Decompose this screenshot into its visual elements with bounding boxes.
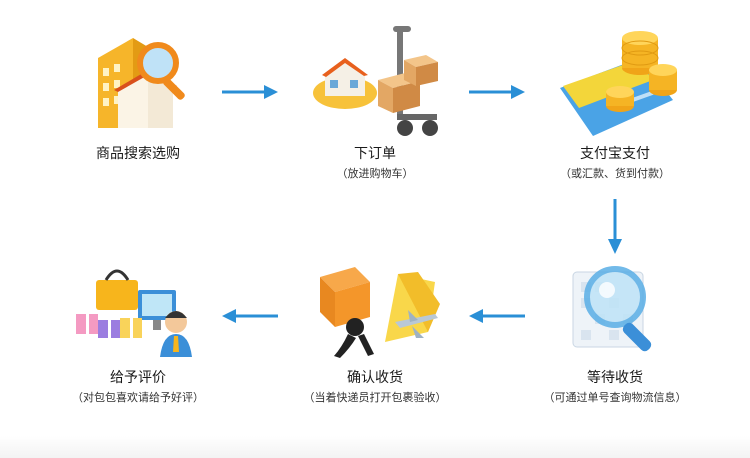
step-subtitle: （或汇款、货到付款） — [560, 167, 670, 180]
arrow-right-icon — [469, 85, 525, 99]
step-wait: 等待收货 （可通过单号查询物流信息） — [505, 252, 725, 405]
coins-card-icon — [545, 18, 685, 143]
review-user-icon — [68, 252, 208, 367]
step-title: 等待收货 — [587, 370, 643, 386]
cart-boxes-icon — [300, 18, 450, 143]
delivery-box-icon — [300, 252, 450, 367]
step-review: 给予评价 （对包包喜欢请给予好评） — [28, 252, 248, 405]
step-title: 下订单 — [354, 146, 396, 162]
step-subtitle: （可通过单号查询物流信息） — [543, 391, 687, 404]
step-subtitle: （当着快递员打开包裹验收） — [303, 391, 447, 404]
arrow-left-icon — [222, 309, 278, 323]
arrow-down-icon — [608, 199, 622, 254]
step-search: 商品搜索选购 — [28, 18, 248, 163]
step-title: 确认收货 — [347, 370, 403, 386]
step-title: 商品搜索选购 — [96, 146, 180, 162]
step-title: 给予评价 — [110, 370, 166, 386]
step-title: 支付宝支付 — [580, 146, 650, 162]
magnifier-wait-icon — [545, 252, 685, 367]
step-subtitle: （放进购物车） — [336, 167, 414, 180]
footer-bar — [0, 436, 750, 458]
step-order: 下订单 （放进购物车） — [265, 18, 485, 181]
step-subtitle: （对包包喜欢请给予好评） — [72, 391, 204, 404]
search-building-icon — [78, 18, 198, 143]
step-pay: 支付宝支付 （或汇款、货到付款） — [505, 18, 725, 181]
arrow-right-icon — [222, 85, 278, 99]
step-confirm: 确认收货 （当着快递员打开包裹验收） — [265, 252, 485, 405]
arrow-left-icon — [469, 309, 525, 323]
